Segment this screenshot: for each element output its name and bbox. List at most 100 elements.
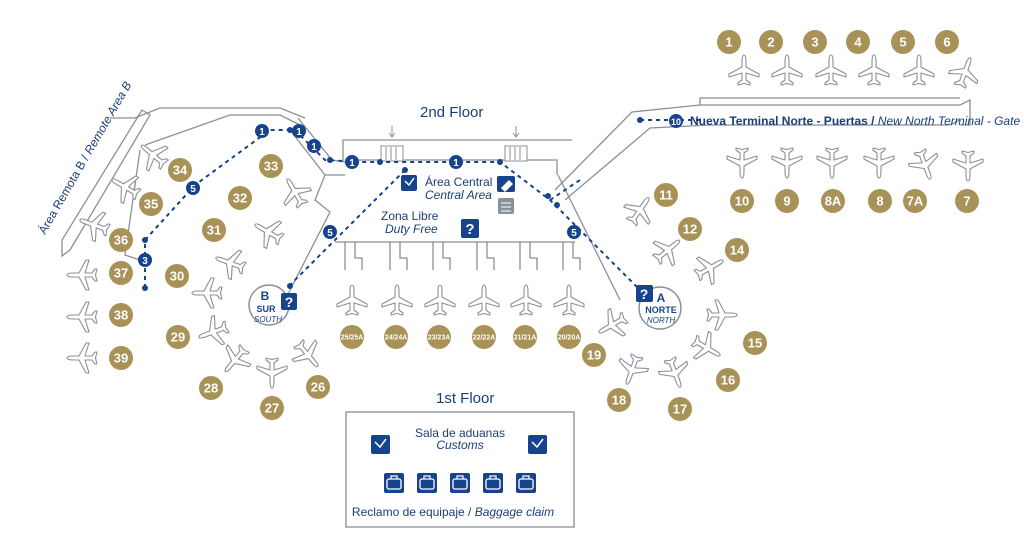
svg-text:5: 5	[571, 228, 577, 239]
plane-icon	[424, 284, 456, 316]
plane-icon	[726, 147, 758, 179]
gate-badge: 19	[582, 343, 606, 367]
gate-badge: 28	[199, 376, 223, 400]
walk-marker	[567, 225, 581, 239]
plane-icon	[510, 284, 542, 316]
svg-text:10: 10	[671, 117, 681, 127]
svg-text:1: 1	[453, 158, 459, 169]
walk-marker	[255, 124, 269, 138]
gate-number: 7	[963, 194, 970, 209]
gate-number: 19	[587, 348, 601, 363]
gate-badge: 23/23A	[427, 325, 451, 349]
gate-number: 33	[264, 159, 278, 174]
plane-icon	[858, 54, 890, 86]
walk-marker	[449, 155, 463, 169]
stairs-icon	[380, 126, 528, 162]
svg-text:?: ?	[285, 294, 294, 310]
svg-text:B: B	[261, 289, 270, 303]
gate-number: 14	[730, 243, 745, 258]
gate-badge: 25/25A	[340, 325, 364, 349]
svg-text:NORTE: NORTE	[645, 305, 677, 315]
svg-text:1: 1	[296, 127, 302, 138]
plane-icon	[336, 284, 368, 316]
plane-icon	[468, 284, 500, 316]
central-area: Área Central Central Area	[401, 174, 515, 214]
gate-number: 1	[725, 35, 732, 50]
gate-badge: 17	[668, 397, 692, 421]
gate-badge: 27	[260, 396, 284, 420]
plane-icon	[863, 147, 895, 179]
gate-badge: 39	[109, 346, 133, 370]
gate-number: 30	[170, 269, 184, 284]
gate-number: 34	[173, 163, 188, 178]
gate-badge: 34	[168, 158, 192, 182]
gate-badge: 32	[228, 186, 252, 210]
duty-free-es: Zona Libre	[381, 209, 439, 223]
gate-badge: 31	[202, 218, 226, 242]
baggage-icon	[384, 473, 404, 493]
gate-number: 5	[899, 35, 906, 50]
plane-icon	[66, 342, 98, 374]
gate-badge: 29	[166, 325, 190, 349]
gate-badge: 9	[775, 189, 799, 213]
gate-badge: 33	[259, 154, 283, 178]
plane-icon	[688, 246, 732, 290]
svg-text:SUR: SUR	[256, 304, 276, 314]
baggage-icon	[450, 473, 470, 493]
gate-badge: 5	[891, 30, 915, 54]
gate-number: 25/25A	[341, 334, 364, 341]
gate-number: 8A	[825, 194, 842, 209]
info-icon: ?	[461, 219, 479, 238]
gate-badge: 2	[759, 30, 783, 54]
baggage-claim-label: Reclamo de equipaje / Baggage claim	[352, 505, 554, 519]
walk-marker	[345, 155, 359, 169]
gate-number: 2	[767, 35, 774, 50]
walking-route	[144, 119, 700, 291]
gate-badge: 38	[109, 303, 133, 327]
svg-text:3: 3	[142, 256, 148, 267]
gate-badge: 12	[678, 217, 702, 241]
gate-badge: 7A	[903, 189, 927, 213]
gate-number: 10	[735, 194, 749, 209]
remote-area-label: Área Remota B / Remote Area B	[35, 79, 135, 236]
gate-badge: 21/21A	[513, 325, 537, 349]
info-icon	[636, 285, 653, 302]
info-icon	[281, 293, 297, 310]
plane-icon	[286, 333, 330, 377]
plane-icon	[771, 54, 803, 86]
gate-badge: 6	[935, 30, 959, 54]
plane-icon	[816, 147, 848, 179]
gate-number: 21/21A	[514, 334, 537, 341]
new-north-en: New North Terminal - Gate	[878, 114, 1021, 128]
gate-badge: 20/20A	[557, 325, 581, 349]
building-outline	[61, 97, 971, 301]
plane-icon	[193, 312, 233, 352]
central-area-es: Área Central	[425, 174, 492, 189]
plane-icon	[66, 301, 98, 333]
gate-number: 36	[114, 233, 128, 248]
baggage-es: Reclamo de equipaje /	[352, 505, 472, 519]
baggage-icon	[417, 473, 437, 493]
gate-badge: 15	[743, 331, 767, 355]
plane-icon	[728, 54, 760, 86]
gate-number: 37	[114, 266, 128, 281]
svg-text:1: 1	[259, 127, 265, 138]
gate-badge: 22/22A	[472, 325, 496, 349]
gate-badge: 7	[955, 189, 979, 213]
gate-badge: 36	[109, 228, 133, 252]
pier-a-hub: A NORTE NORTH ?	[636, 285, 682, 330]
walk-marker	[669, 114, 683, 128]
gate-number: 12	[683, 222, 697, 237]
svg-text:SOUTH: SOUTH	[254, 315, 282, 324]
gate-number: 26	[311, 380, 325, 395]
svg-text:1: 1	[349, 158, 355, 169]
plane-icon	[213, 338, 257, 382]
plane-icon	[553, 284, 585, 316]
plane-icon	[381, 284, 413, 316]
plane-icon	[771, 147, 803, 179]
pier-b-hub: B SUR SOUTH ?	[248, 284, 297, 326]
customs-en: Customs	[436, 438, 483, 452]
gate-number: 35	[144, 197, 158, 212]
plane-icon	[590, 303, 634, 347]
